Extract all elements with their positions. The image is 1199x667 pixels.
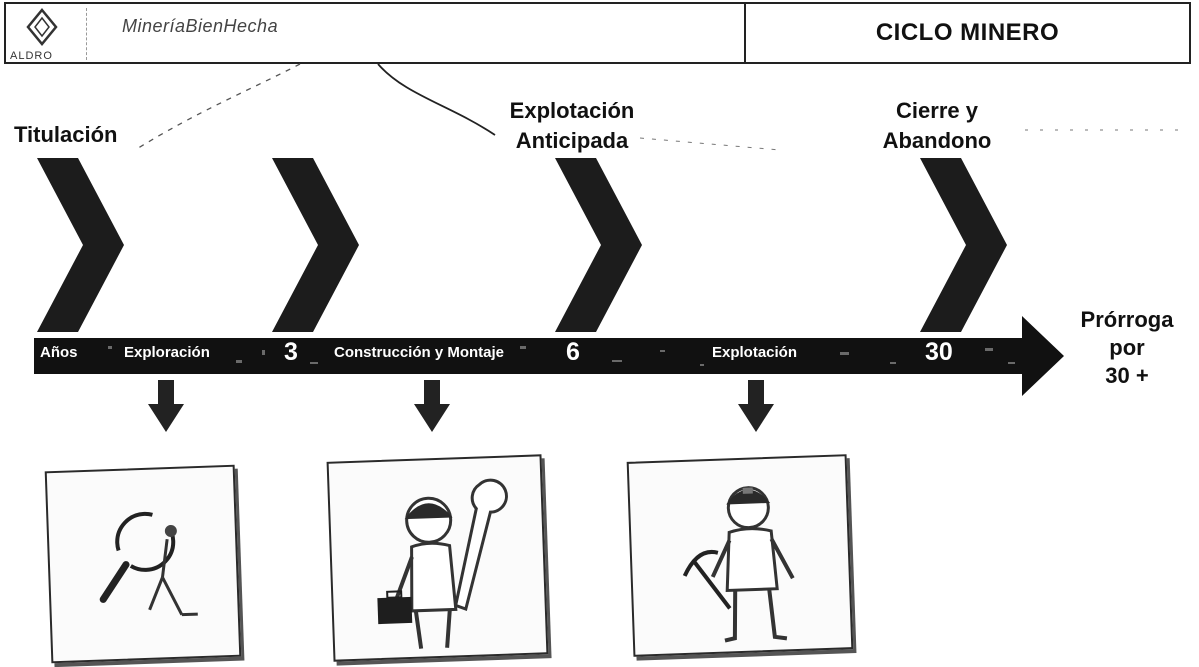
connector-line bbox=[639, 137, 781, 151]
title-box: CICLO MINERO bbox=[744, 4, 1189, 62]
miner-pickaxe-icon bbox=[682, 486, 795, 643]
slogan-text: MineríaBienHecha bbox=[122, 16, 279, 36]
phase-chevron bbox=[37, 158, 124, 332]
phase-chevron bbox=[920, 158, 1007, 332]
extension-line: Prórroga bbox=[1080, 307, 1174, 332]
phase-label-cierre-abandono: Cierre y Abandono bbox=[862, 96, 1012, 156]
timeline-stage-explotacion: Explotación bbox=[712, 344, 798, 361]
phase-label-line: Explotación bbox=[509, 98, 635, 123]
phase-chevron bbox=[555, 158, 642, 332]
timeline-stage-exploracion: Exploración bbox=[124, 344, 210, 361]
logo-text: ALDRO bbox=[10, 50, 53, 62]
header-divider bbox=[86, 8, 87, 60]
extension-label: Prórroga por 30 + bbox=[1066, 306, 1188, 390]
phase-label-titulacion: Titulación bbox=[14, 120, 118, 150]
page-title: CICLO MINERO bbox=[875, 19, 1060, 46]
timeline-arrow bbox=[34, 316, 1064, 396]
operation-card bbox=[626, 454, 854, 657]
down-arrow-icon bbox=[148, 380, 184, 432]
timeline-axis-label: Años bbox=[40, 344, 78, 361]
construction-worker-wrench-icon bbox=[377, 478, 508, 649]
phase-label-explotacion-anticipada: Explotación Anticipada bbox=[482, 96, 662, 156]
timeline-stage-construccion: Construcción y Montaje bbox=[334, 344, 505, 361]
connector-line bbox=[134, 63, 301, 151]
magnifier-explorer-icon bbox=[99, 511, 198, 617]
construction-card bbox=[326, 454, 549, 662]
timeline-marker-6: 6 bbox=[566, 338, 580, 366]
phase-chevron bbox=[272, 158, 359, 332]
timeline-marker-30: 30 bbox=[925, 338, 953, 366]
phase-label-line: Titulación bbox=[14, 122, 118, 147]
extension-line: 30 + bbox=[1105, 363, 1149, 388]
company-logo: ALDRO bbox=[10, 8, 80, 62]
logo-diamond-icon bbox=[26, 8, 58, 46]
down-arrow-icon bbox=[414, 380, 450, 432]
timeline-marker-3: 3 bbox=[284, 338, 298, 366]
phase-label-line: Anticipada bbox=[515, 128, 629, 153]
down-arrows bbox=[148, 380, 774, 432]
connector-line bbox=[377, 63, 496, 136]
extension-line: por bbox=[1109, 335, 1145, 360]
exploration-card bbox=[44, 464, 242, 664]
down-arrow-icon bbox=[738, 380, 774, 432]
timeline-texture bbox=[108, 346, 1015, 366]
phase-label-line: Abandono bbox=[882, 128, 992, 153]
header-bar: ALDRO MineríaBienHecha CICLO MINERO bbox=[4, 2, 1191, 64]
phase-label-line: Cierre y bbox=[896, 98, 978, 123]
